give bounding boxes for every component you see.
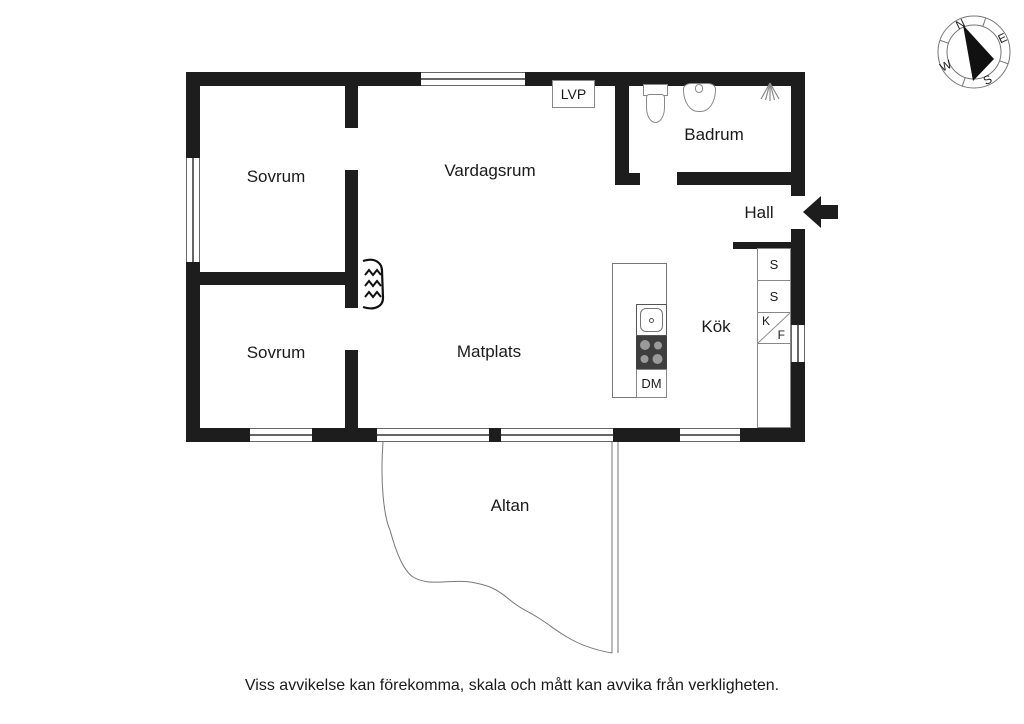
window-top bbox=[421, 72, 525, 86]
kitchen-sink-basin bbox=[640, 308, 663, 332]
entrance-arrow-icon bbox=[803, 196, 838, 228]
wall-bedroom1-upper bbox=[345, 86, 358, 128]
wall-bedroom2-lower bbox=[345, 350, 358, 428]
cabinet-bottom: S bbox=[758, 281, 790, 313]
kitchen-sink-drain bbox=[649, 317, 654, 323]
compass-needle bbox=[963, 25, 994, 81]
room-label-matplats: Matplats bbox=[456, 342, 522, 361]
compass-south-label: S bbox=[981, 72, 994, 88]
sink-tap-icon bbox=[695, 84, 703, 93]
fridge-label: K bbox=[762, 314, 771, 328]
room-label-badrum: Badrum bbox=[684, 125, 744, 144]
dishwasher-unit: DM bbox=[636, 369, 667, 398]
wall-bathroom-left bbox=[615, 86, 629, 185]
wall-exterior-right bbox=[791, 72, 805, 442]
disclaimer-text: Viss avvikelse kan förekomma, skala och … bbox=[244, 677, 780, 694]
compass-icon: N E S W bbox=[937, 15, 1011, 89]
terrace-outline bbox=[381, 442, 619, 654]
window-bottom-3 bbox=[501, 428, 613, 442]
room-label-sovrum-1: Sovrum bbox=[246, 167, 306, 186]
wall-bedroom-divider bbox=[186, 272, 358, 285]
cabinet-top-label: S bbox=[769, 257, 779, 272]
wall-hall-kitchen-divider bbox=[733, 242, 791, 249]
room-label-altan: Altan bbox=[490, 496, 530, 515]
window-right bbox=[791, 325, 805, 362]
window-left bbox=[186, 158, 200, 262]
window-bottom-1 bbox=[250, 428, 312, 442]
room-label-hall: Hall bbox=[744, 203, 774, 222]
cabinet-bottom-label: S bbox=[769, 289, 779, 304]
window-bottom-4 bbox=[680, 428, 740, 442]
stove-icon bbox=[636, 336, 667, 369]
entrance-door-opening bbox=[791, 196, 805, 229]
wall-bathroom-bottom bbox=[677, 172, 805, 185]
room-label-kok: Kök bbox=[701, 317, 731, 336]
wall-bathroom-left-foot bbox=[615, 173, 640, 185]
wall-exterior-bottom bbox=[186, 428, 805, 442]
kitchen-counter: S S K F bbox=[757, 248, 791, 428]
shower-icon bbox=[760, 82, 780, 101]
compass-west-label: W bbox=[938, 57, 955, 75]
kitchen-sink-icon bbox=[636, 304, 667, 336]
cabinet-top: S bbox=[758, 249, 790, 281]
heat-pump-unit: LVP bbox=[552, 80, 595, 108]
fireplace-icon bbox=[362, 258, 385, 310]
fridge-freezer-diagonal bbox=[758, 313, 790, 343]
toilet-bowl-icon bbox=[646, 94, 665, 123]
room-label-vardagsrum: Vardagsrum bbox=[444, 161, 536, 180]
wall-bedroom2-upper bbox=[345, 285, 358, 308]
wall-bedroom1-lower bbox=[345, 170, 358, 285]
freezer-label: F bbox=[777, 328, 785, 342]
fridge-freezer-unit: K F bbox=[758, 313, 790, 344]
heat-pump-label: LVP bbox=[560, 86, 587, 102]
room-label-sovrum-2: Sovrum bbox=[246, 343, 306, 362]
window-bottom-2 bbox=[377, 428, 489, 442]
dishwasher-label: DM bbox=[641, 376, 662, 391]
stove-burners bbox=[640, 340, 663, 364]
